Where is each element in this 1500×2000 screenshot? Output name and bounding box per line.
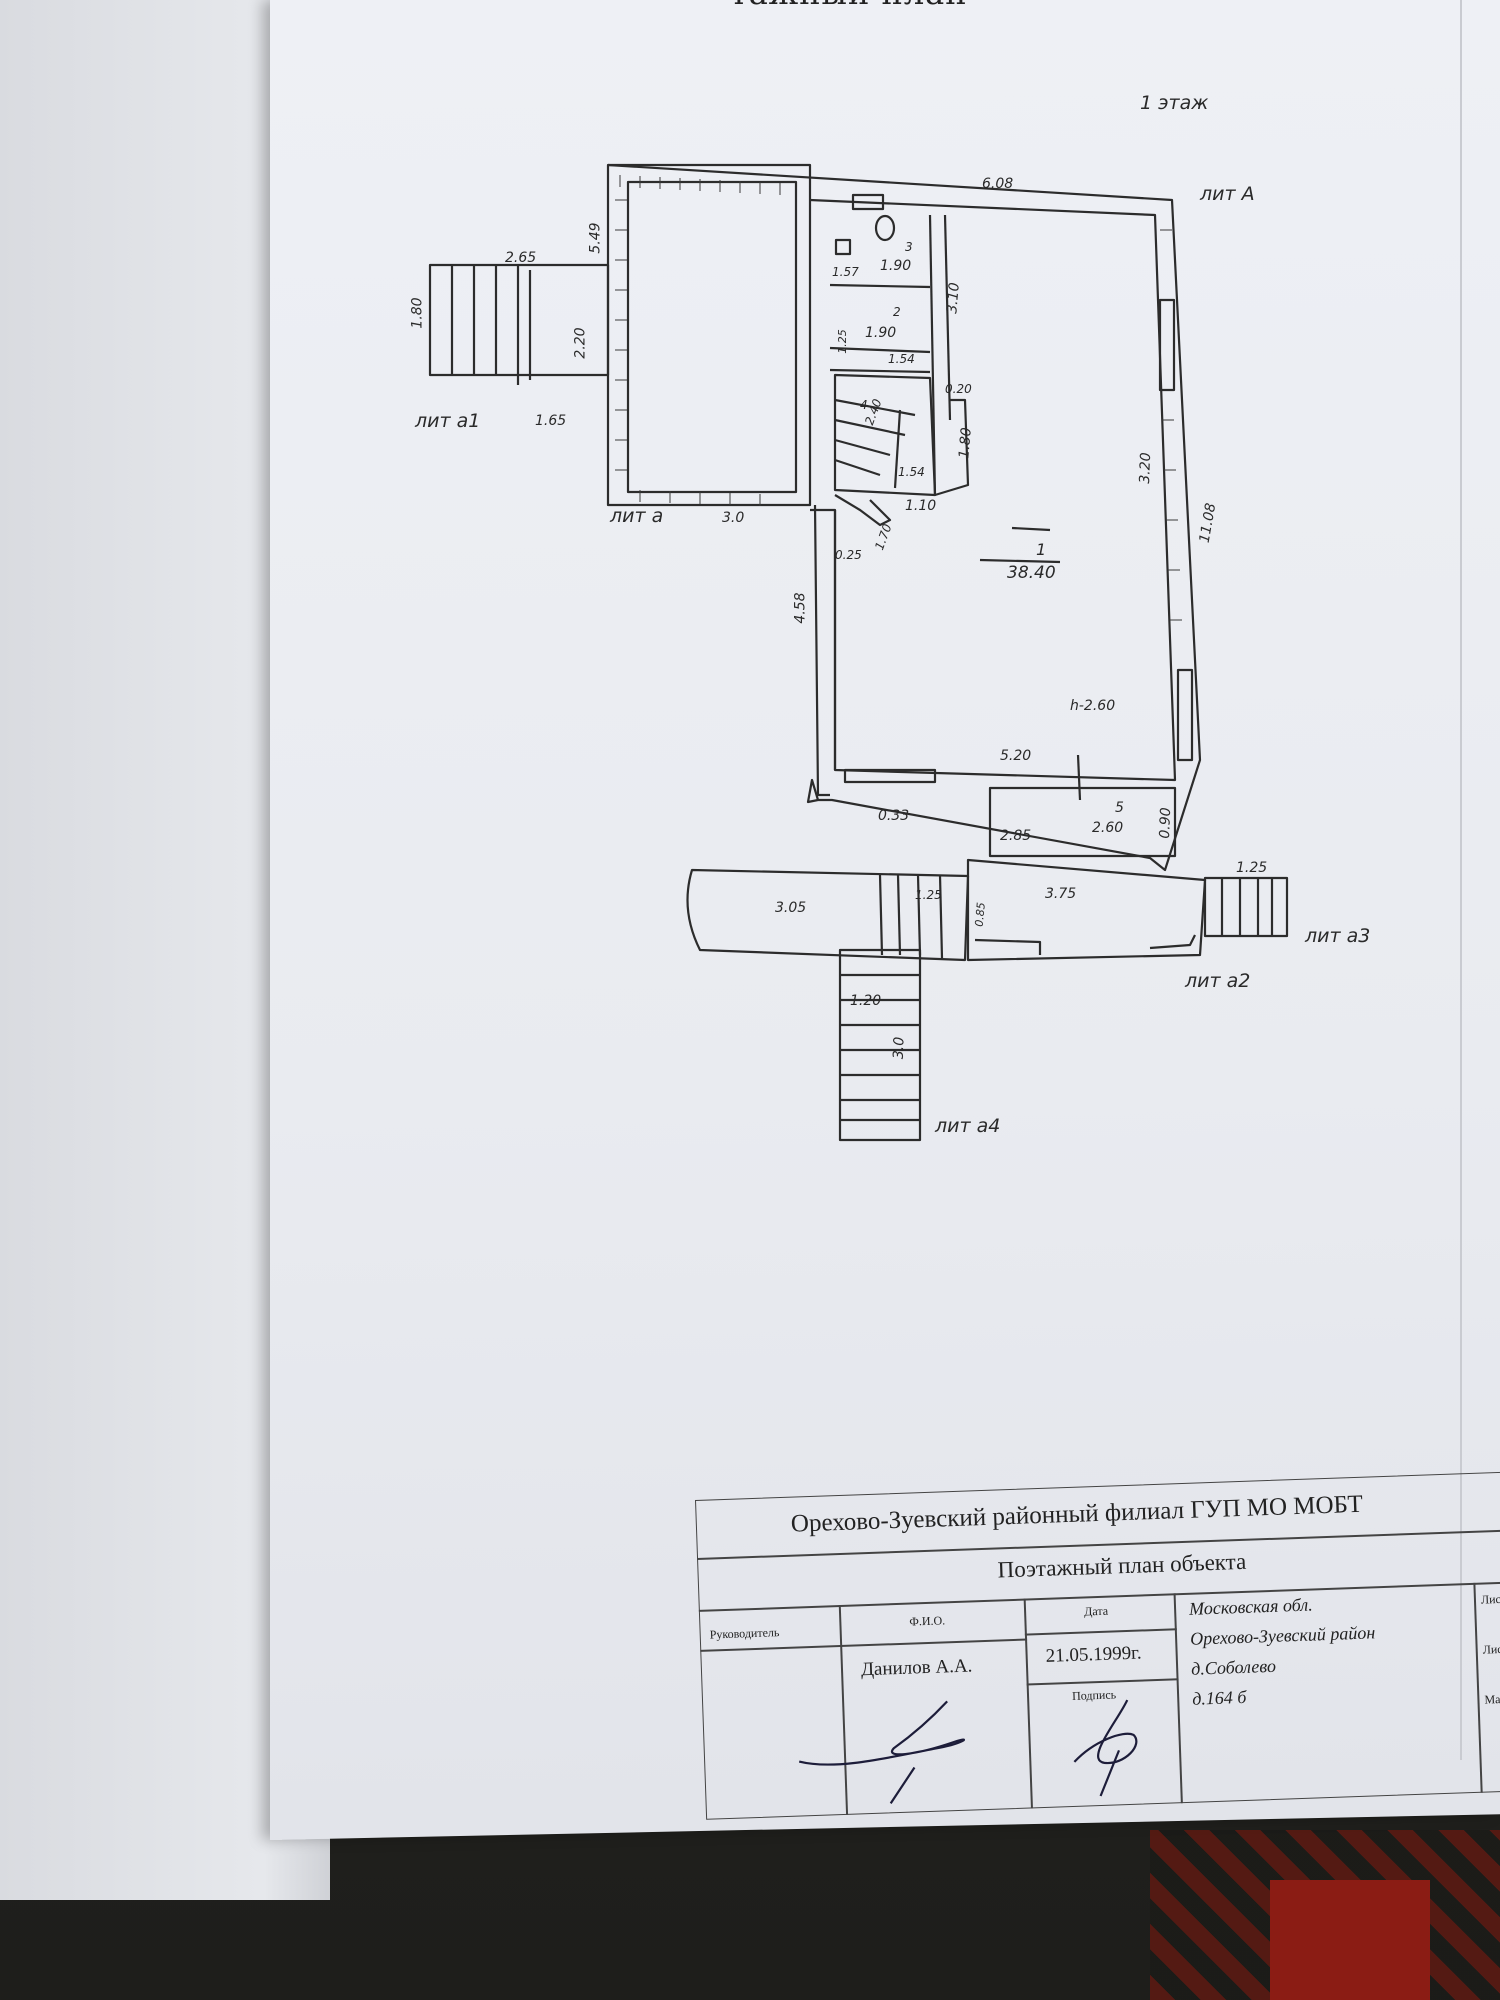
dim-stair-w2: 1.54	[898, 465, 925, 479]
dim-room5-w2: 2.60	[1092, 820, 1124, 836]
scale-label: Мас	[1484, 1691, 1500, 1707]
dim-wc-d: 1.90	[880, 258, 912, 274]
dim-lower-left: 0.33	[878, 808, 910, 824]
dim-stair-d: 1.10	[905, 498, 937, 514]
head-label: Руководитель	[709, 1625, 780, 1642]
sheet-label-2: Лист	[1482, 1641, 1500, 1657]
dim-right-col-1: 3.10	[944, 281, 963, 315]
wc-toilet	[874, 214, 896, 242]
title-block: Орехово-Зуевский районный филиал ГУП МО …	[695, 1471, 1500, 1820]
dim-top-width: 6.08	[982, 176, 1014, 192]
dim-wc-w: 1.57	[832, 265, 859, 279]
address-line-3: д.Соболево	[1190, 1655, 1277, 1679]
dim-annex-height: 5.49	[587, 222, 604, 254]
dim-a4-width: 1.20	[850, 993, 882, 1009]
dim-porch-width: 2.65	[505, 250, 537, 266]
room1-area: 38.40	[1007, 563, 1056, 583]
dim-a3-width: 1.25	[1236, 860, 1268, 876]
signature-fio	[798, 1700, 966, 1804]
wc-sink	[834, 238, 852, 256]
dim-wall-left: 4.58	[792, 592, 809, 624]
page-fold-line	[1460, 0, 1462, 1760]
window-bottom	[843, 768, 937, 784]
room1-number: 1	[1036, 540, 1047, 559]
dim-stair-w: 1.54	[888, 352, 915, 366]
dim-a-width: 3.0	[722, 510, 745, 526]
dim-veranda-step: 1.25	[915, 888, 942, 902]
date-label: Дата	[1083, 1603, 1109, 1619]
window-right-1	[1158, 298, 1176, 392]
label-lit-a3: лит а3	[1305, 925, 1371, 947]
dim-a1-width: 1.65	[535, 413, 567, 429]
annex-a-outer	[606, 163, 812, 507]
dim-inner-height: 3.20	[1137, 452, 1155, 484]
room5	[988, 786, 1177, 858]
main-inner-walls	[809, 198, 1177, 782]
stair-a3	[1203, 876, 1289, 938]
stair	[833, 373, 937, 497]
dim-room5-h: 0.90	[1157, 807, 1175, 839]
col-divider-2	[943, 214, 952, 421]
dim-room2-w: 1.90	[865, 325, 897, 341]
floor-label: 1 этаж	[1140, 92, 1209, 114]
label-lit-a2: лит а2	[1185, 970, 1251, 992]
fio-value: Данилов А.А.	[860, 1655, 973, 1681]
annex-a2	[966, 858, 1207, 962]
dim-left-room: 2.20	[572, 327, 589, 359]
dim-veranda-small: 0.85	[972, 901, 988, 928]
label-lit-a: лит а	[610, 505, 664, 527]
signature-date	[1073, 1699, 1138, 1797]
address-line-4: д.164 б	[1191, 1686, 1247, 1709]
address-line-1: Московская обл.	[1188, 1594, 1313, 1619]
room5-number: 5	[1115, 800, 1124, 816]
date-value: 21.05.1999г.	[1045, 1642, 1142, 1667]
dim-right-col-2: 0.20	[945, 382, 972, 396]
dim-veranda-w: 3.05	[775, 900, 807, 916]
sheet-label-1: Лист	[1480, 1591, 1500, 1607]
room4-number: 4	[860, 398, 868, 412]
room3-number: 3	[905, 240, 913, 254]
annex-a-inner	[626, 180, 798, 494]
label-lit-a1: лит а1	[415, 410, 481, 432]
dim-small-1: 0.25	[835, 548, 862, 562]
dim-porch-height: 1.80	[409, 297, 426, 329]
dim-bottom-inner: 5.20	[1000, 748, 1032, 764]
dim-a2-width: 3.75	[1045, 886, 1077, 902]
fio-label: Ф.И.О.	[909, 1613, 946, 1629]
dim-room2-h: 1.25	[835, 329, 849, 354]
col-divider-1	[928, 214, 937, 496]
label-lit-A: лит А	[1200, 183, 1255, 205]
dim-room5-w: 2.85	[1000, 828, 1032, 844]
carpet-red-patch	[1270, 1880, 1430, 2000]
window-right-2	[1176, 668, 1194, 762]
page-title: тажный план	[730, 0, 968, 12]
dim-a4-length: 3.0	[890, 1036, 908, 1060]
dim-height-mark: h-2.60	[1070, 698, 1116, 714]
room2-number: 2	[893, 305, 901, 319]
veranda	[686, 868, 970, 962]
label-lit-a4: лит а4	[935, 1115, 1001, 1137]
stair-a4	[838, 948, 922, 1142]
dim-right-col-3: 1.80	[956, 426, 975, 460]
